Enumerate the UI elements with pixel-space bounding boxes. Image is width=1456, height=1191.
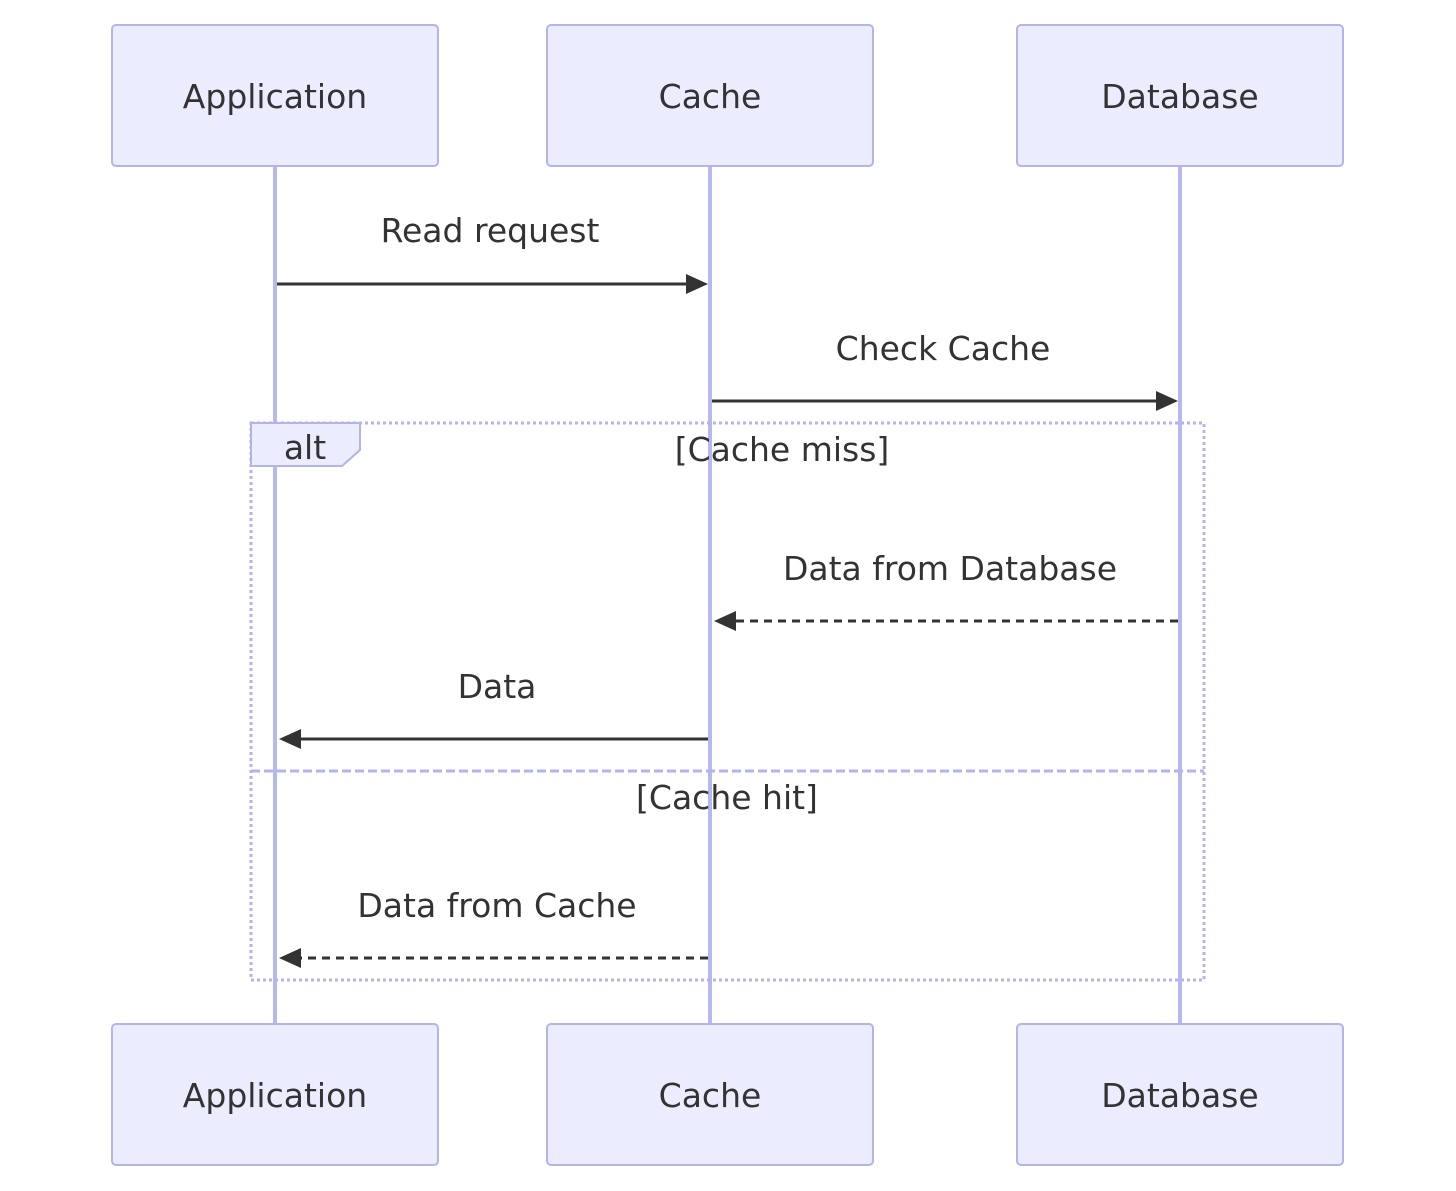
actor-database-top-label: Database (1101, 77, 1258, 116)
message-data-from-cache-arrowhead (279, 948, 301, 968)
message-data-label: Data (458, 667, 537, 706)
message-data-from-database-label: Data from Database (783, 549, 1117, 588)
actor-application-top-label: Application (183, 77, 367, 116)
actor-cache-top-label: Cache (659, 77, 762, 116)
message-data-arrowhead (279, 729, 301, 749)
message-read-request-arrowhead (686, 274, 708, 294)
alt-frame-condition-hit: [Cache hit] (636, 778, 818, 817)
message-check-cache-arrowhead (1156, 391, 1178, 411)
actor-database-bottom-label: Database (1101, 1076, 1258, 1115)
message-read-request: Read request (277, 211, 708, 294)
message-data-from-cache: Data from Cache (279, 886, 708, 968)
actor-cache-bottom-label: Cache (659, 1076, 762, 1115)
actor-database-bottom: Database (1016, 1023, 1344, 1166)
alt-frame-tab (250, 422, 361, 467)
actor-cache-bottom: Cache (546, 1023, 874, 1166)
message-data-from-database-arrowhead (714, 611, 736, 631)
actor-application-bottom-box (111, 1023, 439, 1166)
alt-frame-keyword: alt (284, 428, 326, 467)
alt-frame-condition-miss: [Cache miss] (675, 430, 890, 469)
actor-application-bottom: Application (111, 1023, 439, 1166)
actor-cache-top-box (546, 24, 874, 167)
actor-database-top-box (1016, 24, 1344, 167)
actor-cache-bottom-box (546, 1023, 874, 1166)
alt-frame: alt [Cache miss] [Cache hit] (249, 421, 1206, 982)
actor-database-bottom-box (1016, 1023, 1344, 1166)
message-data-from-cache-label: Data from Cache (357, 886, 636, 925)
message-check-cache-label: Check Cache (836, 329, 1051, 368)
alt-frame-border (249, 421, 1206, 982)
message-read-request-label: Read request (381, 211, 600, 250)
message-data-from-database: Data from Database (714, 549, 1178, 631)
message-check-cache: Check Cache (712, 329, 1178, 411)
actor-cache-top: Cache (546, 24, 874, 167)
actor-database-top: Database (1016, 24, 1344, 167)
actor-application-top-box (111, 24, 439, 167)
message-data: Data (279, 667, 708, 749)
actor-application-top: Application (111, 24, 439, 167)
actor-application-bottom-label: Application (183, 1076, 367, 1115)
